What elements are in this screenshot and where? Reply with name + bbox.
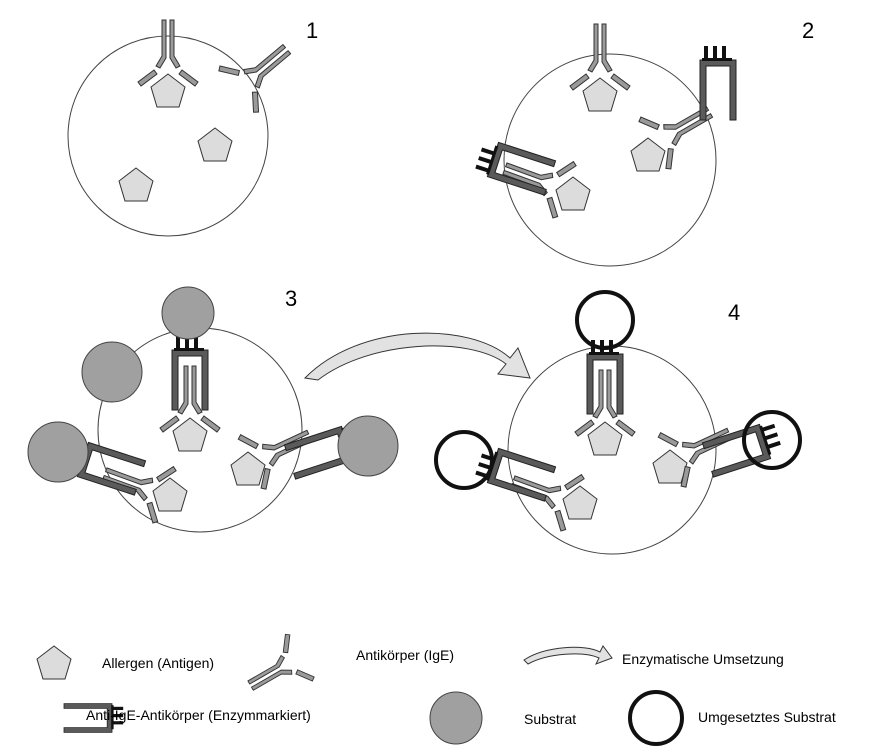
converted-substrate (436, 432, 492, 488)
legend-anti-ige-label: Anti-IgE-Antikörper (Enzymmarkiert) (86, 707, 311, 723)
substrate (82, 342, 142, 402)
anti-ige-antibody (172, 336, 208, 410)
anti-ige-antibody (587, 340, 623, 414)
allergen (583, 78, 617, 111)
substrate (28, 422, 88, 482)
panel-3: 3 (28, 286, 398, 532)
allergen (151, 74, 185, 107)
allergen (153, 478, 187, 511)
panel-4: 4 (436, 292, 800, 554)
legend-antibody-label: Antikörper (IgE) (356, 647, 454, 663)
anti-ige-antibody (474, 444, 556, 501)
legend-converted-icon (630, 692, 682, 744)
converted-substrate (744, 412, 800, 468)
panel-number: 2 (802, 18, 814, 43)
bead (68, 36, 268, 236)
enzymatic-arrow (305, 333, 530, 380)
legend-substrate-label: Substrat (524, 711, 576, 727)
panel-1: 1 (68, 18, 318, 236)
legend-converted-label: Umgesetztes Substrat (698, 709, 836, 725)
allergen (653, 450, 687, 483)
allergen (588, 422, 622, 455)
allergen (563, 486, 597, 519)
legend-substrate-icon (430, 692, 482, 744)
substrate (162, 287, 214, 339)
panel-number: 3 (285, 286, 297, 311)
legend-enzymatic-label: Enzymatische Umsetzung (622, 651, 784, 667)
legend: Allergen (Antigen) Antikörper (IgE) Enzy… (37, 633, 836, 744)
substrate (338, 416, 398, 476)
allergen (231, 452, 265, 485)
allergen (198, 128, 232, 161)
panel-number: 1 (306, 18, 318, 43)
allergen (119, 168, 153, 201)
allergen (631, 138, 665, 171)
legend-antibody-icon (237, 633, 315, 709)
anti-ige-antibody (700, 46, 736, 120)
legend-allergen-icon (37, 646, 71, 679)
panel-2: 2 (474, 18, 814, 266)
legend-allergen-label: Allergen (Antigen) (102, 655, 214, 671)
allergen (173, 418, 207, 451)
legend-arrow-icon (524, 646, 612, 664)
panel-number: 4 (728, 300, 740, 325)
allergen (556, 177, 590, 210)
converted-substrate (577, 292, 633, 348)
